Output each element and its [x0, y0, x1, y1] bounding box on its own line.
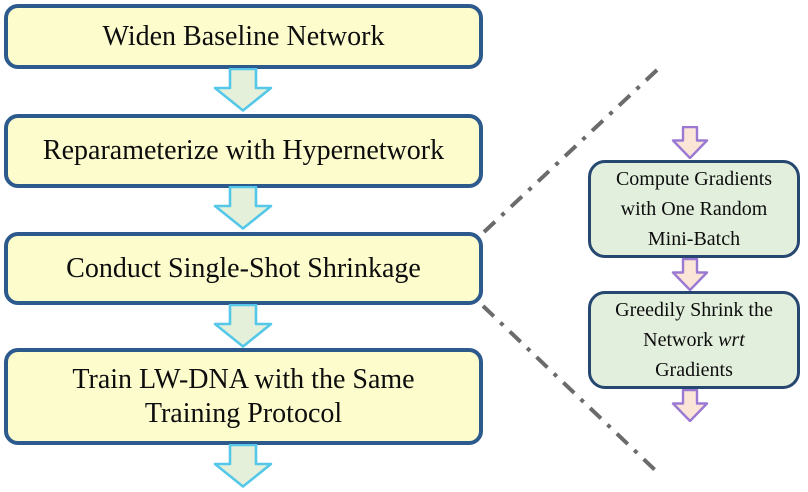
detail-step-greedily-shrink: Greedily Shrink the Network wrt Gradient…	[588, 291, 800, 389]
flow-step-widen-baseline: Widen Baseline Network	[4, 4, 483, 69]
detail-step-label-line: Mini-Batch	[647, 228, 741, 250]
detail-step-label-line: with One Random	[620, 198, 768, 220]
down-arrow-icon	[213, 304, 273, 348]
detail-step-label-line: Gradients	[655, 359, 733, 381]
down-arrow-icon	[671, 126, 709, 159]
detail-step-label-line: Network wrt	[643, 325, 745, 355]
detail-step-compute-gradients: Compute Gradients with One Random Mini-B…	[588, 160, 800, 258]
detail-step-label-line: Compute Gradients	[615, 168, 773, 190]
down-arrow-icon	[213, 186, 273, 230]
detail-step-label-line: Greedily Shrink the	[615, 299, 773, 321]
flow-step-reparameterize: Reparameterize with Hypernetwork	[4, 114, 483, 188]
flow-step-label: Widen Baseline Network	[102, 20, 385, 52]
flow-step-label: Reparameterize with Hypernetwork	[42, 135, 445, 167]
flow-step-single-shot-shrinkage: Conduct Single-Shot Shrinkage	[4, 232, 483, 305]
detail-step-label-part: Network	[643, 329, 719, 351]
flow-step-label-line: Train LW-DNA with the Same	[72, 363, 415, 395]
detail-step-label-italic: wrt	[718, 329, 745, 351]
down-arrow-icon	[213, 444, 273, 488]
flow-step-label: Conduct Single-Shot Shrinkage	[66, 252, 421, 284]
flow-step-train-lwdna: Train LW-DNA with the Same Training Prot…	[4, 348, 483, 445]
down-arrow-icon	[213, 68, 273, 112]
flow-step-label-line: Training Protocol	[144, 397, 343, 429]
down-arrow-icon	[671, 258, 709, 291]
down-arrow-icon	[671, 389, 709, 422]
